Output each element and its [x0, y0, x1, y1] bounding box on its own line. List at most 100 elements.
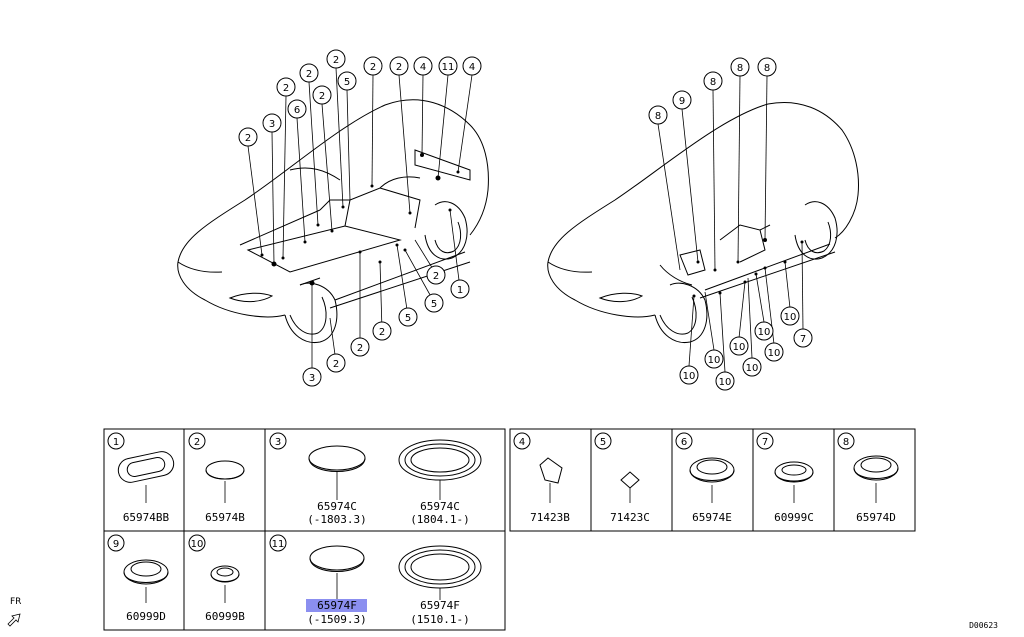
part-11a-code[interactable]: 65974F	[317, 599, 357, 612]
callout-right-10: 10	[754, 321, 774, 341]
svg-text:10: 10	[708, 355, 721, 366]
svg-text:2: 2	[319, 91, 325, 102]
part-3a-drawing	[308, 445, 366, 500]
callout-right-3: 8	[730, 57, 750, 77]
callout-left-11: 4	[462, 56, 482, 76]
svg-text:11: 11	[272, 539, 285, 550]
part-num-3: 3	[269, 432, 287, 450]
callout-right-11: 10	[764, 342, 784, 362]
part-4-drawing	[539, 457, 563, 503]
part-6-code: 65974E	[692, 511, 732, 524]
callout-left-4: 2	[299, 63, 319, 83]
svg-text:2: 2	[283, 83, 289, 94]
callout-left-2: 2	[276, 77, 296, 97]
callout-right-7: 10	[715, 371, 735, 391]
callout-right-1: 9	[672, 90, 692, 110]
part-10-drawing	[210, 565, 240, 603]
part-9-code: 60999D	[126, 610, 166, 623]
part-10-code: 60999B	[205, 610, 245, 623]
part-5-code: 71423C	[610, 511, 650, 524]
callout-left-18: 2	[372, 321, 392, 341]
callout-left-19: 2	[426, 265, 446, 285]
left-car-illustration	[177, 99, 489, 344]
part-3a-code: 65974C	[317, 500, 357, 513]
svg-text:3: 3	[309, 373, 315, 384]
svg-text:2: 2	[333, 55, 339, 66]
svg-text:2: 2	[370, 62, 376, 73]
part-2-code: 65974B	[205, 511, 245, 524]
part-11a-note: (-1509.3)	[307, 613, 367, 626]
front-label: FR	[10, 597, 22, 607]
callout-left-20: 1	[450, 279, 470, 299]
svg-text:5: 5	[405, 313, 411, 324]
svg-text:10: 10	[758, 327, 771, 338]
svg-text:10: 10	[683, 371, 696, 382]
callout-right-2: 8	[703, 71, 723, 91]
callout-right-0: 8	[648, 105, 668, 125]
right-car-illustration	[547, 101, 859, 344]
svg-text:4: 4	[519, 437, 525, 448]
callout-left-7: 2	[326, 49, 346, 69]
svg-text:8: 8	[764, 63, 770, 74]
callout-left-15: 2	[350, 337, 370, 357]
part-3a-note: (-1803.3)	[307, 513, 367, 526]
svg-text:10: 10	[719, 377, 732, 388]
part-num-9: 9	[107, 534, 125, 552]
part-2-drawing	[205, 460, 245, 503]
part-num-5: 5	[594, 432, 612, 450]
svg-text:1: 1	[457, 285, 463, 296]
callout-left-5: 2	[312, 85, 332, 105]
svg-text:10: 10	[746, 363, 759, 374]
callout-left-13: 3	[302, 367, 322, 387]
callout-left-12: 2	[389, 56, 409, 76]
svg-text:2: 2	[194, 437, 200, 448]
part-num-10: 10	[188, 534, 206, 552]
svg-text:8: 8	[843, 437, 849, 448]
part-num-8: 8	[837, 432, 855, 450]
callout-left-16: 5	[398, 307, 418, 327]
svg-text:3: 3	[269, 119, 275, 130]
svg-text:10: 10	[784, 312, 797, 323]
part-11b-drawing	[398, 545, 482, 600]
part-num-1: 1	[107, 432, 125, 450]
part-number-labels: 1 2 3 4 5 6 7 8 9 10 11	[107, 432, 855, 552]
svg-text:4: 4	[420, 62, 426, 73]
callout-left-8: 2	[363, 56, 383, 76]
callout-left-3: 6	[287, 99, 307, 119]
part-3b-code: 65974C	[420, 500, 460, 513]
svg-text:2: 2	[396, 62, 402, 73]
svg-text:4: 4	[469, 62, 475, 73]
left-callouts: 2 3 2 6 2 2 5 2 2 4 11 4 2 3 2 2 5 5 2 2…	[238, 49, 482, 387]
svg-text:5: 5	[431, 299, 437, 310]
callout-left-14: 2	[326, 353, 346, 373]
left-leader-lines	[247, 67, 473, 376]
part-7-drawing	[774, 461, 814, 503]
part-num-11: 11	[269, 534, 287, 552]
callout-right-13: 7	[793, 328, 813, 348]
svg-text:11: 11	[442, 62, 455, 73]
callout-left-10: 11	[438, 56, 458, 76]
svg-text:3: 3	[275, 437, 281, 448]
svg-text:10: 10	[768, 348, 781, 359]
callout-left-1: 3	[262, 113, 282, 133]
svg-text:9: 9	[679, 96, 685, 107]
part-6-drawing	[689, 457, 735, 503]
part-8-drawing	[853, 455, 899, 503]
part-3b-note: (1804.1-)	[410, 513, 470, 526]
svg-text:8: 8	[655, 111, 661, 122]
parts-table-grid	[103, 428, 916, 631]
part-1-code: 65974BB	[123, 511, 170, 524]
part-8-code: 65974D	[856, 511, 896, 524]
svg-text:7: 7	[800, 334, 806, 345]
part-11b-code: 65974F	[420, 599, 460, 612]
svg-text:2: 2	[245, 133, 251, 144]
callout-right-5: 10	[679, 365, 699, 385]
callout-right-4: 8	[757, 57, 777, 77]
part-7-code: 60999C	[774, 511, 814, 524]
svg-text:6: 6	[294, 105, 300, 116]
part-5-drawing	[620, 471, 640, 503]
svg-text:5: 5	[344, 77, 350, 88]
part-num-6: 6	[675, 432, 693, 450]
diagram-code: D00623	[969, 621, 998, 630]
